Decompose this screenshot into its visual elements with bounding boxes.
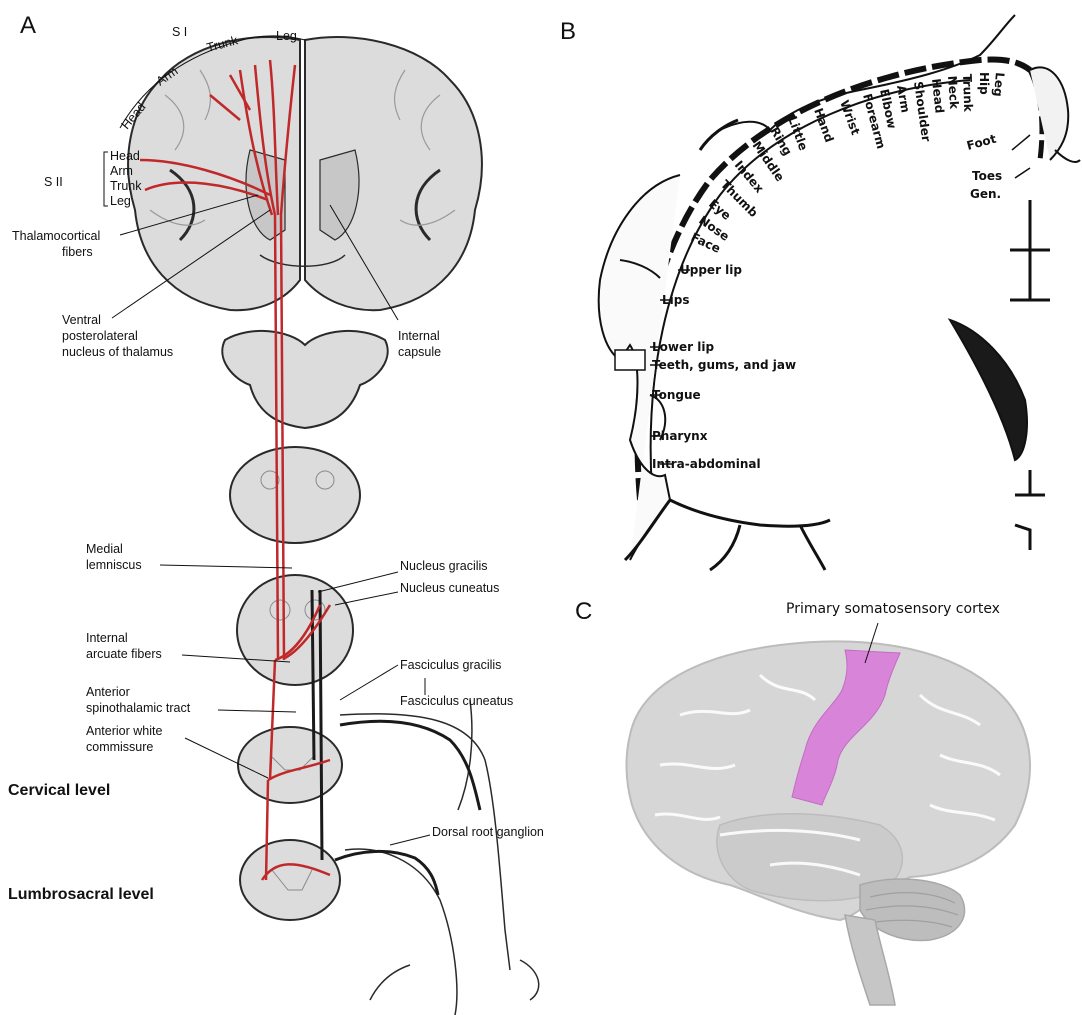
label-primary-somatosensory-cortex: Primary somatosensory cortex [786, 601, 1000, 617]
sensory-homunculus-diagram: Little Hand Wrist Forearm Elbow Arm Shou… [560, 0, 1082, 585]
label-ast-1: Anterior [86, 685, 130, 699]
pons-section [230, 447, 360, 543]
homunculus-label-gen: Gen. [970, 187, 1001, 201]
homunculus-label-wrist: Wrist [837, 98, 863, 137]
label-thalamocortical-1: Thalamocortical [12, 229, 100, 243]
brain-lateral-view: Primary somatosensory cortex [560, 585, 1082, 1015]
panel-c-brain: C Primary somatosensory cortex [560, 585, 1082, 1015]
label-ml-2: lemniscus [86, 558, 142, 572]
label-iaf-1: Internal [86, 631, 128, 645]
label-vpl-3: nucleus of thalamus [62, 345, 173, 359]
homunculus-label-trunk: Trunk [960, 74, 975, 113]
homunculus-label-hand: Hand [811, 106, 836, 144]
homunculus-label-intra-abdominal: Intra-abdominal [652, 457, 761, 471]
label-iaf-2: arcuate fibers [86, 647, 162, 661]
homunculus-label-head: Head [929, 78, 947, 114]
label-awc-2: commissure [86, 740, 153, 754]
homunculus-label-leg: Leg [991, 72, 1007, 98]
label-fasciculus-cuneatus: Fasciculus cuneatus [400, 694, 513, 708]
label-cervical-level: Cervical level [8, 782, 110, 799]
midbrain-section [222, 331, 387, 428]
label-lumbrosacral-level: Lumbrosacral level [8, 886, 154, 903]
label-awc-1: Anterior white [86, 724, 162, 738]
label-ic-1: Internal [398, 329, 440, 343]
label-vpl-2: posterolateral [62, 329, 138, 343]
homunculus-label-toes: Toes [972, 169, 1002, 183]
panel-a-dcml-pathway: A [0, 0, 560, 1015]
homunculus-label-upper-lip: Upper lip [680, 263, 742, 277]
label-s2-arm: Arm [110, 164, 133, 178]
label-s1: S I [172, 25, 187, 39]
cervical-cord-section [238, 727, 342, 803]
homunculus-label-lower-lip: Lower lip [652, 340, 714, 354]
homunculus-label-tongue: Tongue [652, 388, 701, 402]
coronal-brain-section [128, 37, 482, 310]
homunculus-label-lips: Lips [662, 293, 690, 307]
label-ast-2: spinothalamic tract [86, 701, 191, 715]
label-s2-trunk: Trunk [110, 179, 142, 193]
label-s2: S II [44, 175, 63, 189]
medulla-section [237, 575, 353, 685]
homunculus-label-shoulder: Shoulder [911, 80, 933, 142]
label-s2-leg: Leg [110, 194, 131, 208]
label-nucleus-gracilis: Nucleus gracilis [400, 559, 488, 573]
panel-b-homunculus: B Little Hand [560, 0, 1082, 585]
label-thalamocortical-2: fibers [62, 245, 93, 259]
homunculus-label-hip: Hip [977, 72, 991, 95]
label-ml-1: Medial [86, 542, 123, 556]
label-nucleus-cuneatus: Nucleus cuneatus [400, 581, 499, 595]
homunculus-label-neck: Neck [945, 75, 961, 110]
label-s2-head: Head [110, 149, 140, 163]
homunculus-label-foot: Foot [965, 132, 998, 153]
dcml-pathway-diagram: S I Head Arm Trunk Leg S II Head Arm Tru… [0, 0, 560, 1015]
label-fasciculus-gracilis: Fasciculus gracilis [400, 658, 501, 672]
homunculus-label-pharynx: Pharynx [652, 429, 708, 443]
label-dorsal-root-ganglion: Dorsal root ganglion [432, 825, 544, 839]
label-vpl-1: Ventral [62, 313, 101, 327]
label-ic-2: capsule [398, 345, 441, 359]
lumbar-cord-section [240, 840, 340, 920]
label-s1-leg: Leg [276, 29, 297, 43]
homunculus-label-teeth: Teeth, gums, and jaw [652, 358, 796, 372]
